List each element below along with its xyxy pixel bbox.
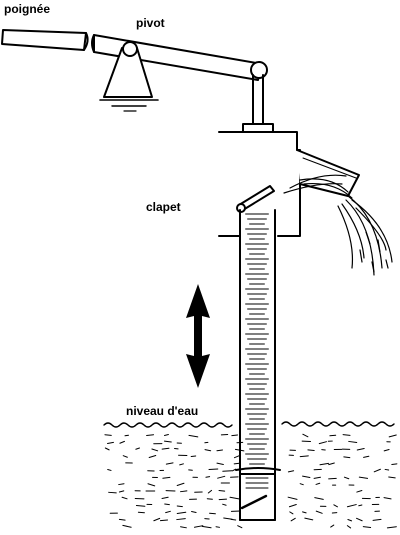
label-poignee: poignée: [4, 2, 51, 16]
pipe: [235, 209, 281, 521]
piston-rod: [242, 74, 274, 133]
pivot-pin: [122, 41, 138, 57]
label-pivot: pivot: [136, 16, 165, 30]
pump-head: [218, 131, 360, 237]
pipe-water-hatching: [245, 213, 269, 489]
water-surface: [103, 421, 398, 529]
handle-left-segment: [1, 29, 87, 51]
water-spout: [283, 174, 393, 276]
underground-water-dashes: [104, 433, 398, 529]
label-niveau-eau: niveau d'eau: [126, 404, 199, 418]
foot-valve: [240, 494, 268, 510]
valve-flap: [236, 185, 275, 213]
motion-arrow: [186, 284, 210, 388]
pivot-stand: [99, 41, 159, 112]
label-clapet: clapet: [146, 200, 181, 214]
